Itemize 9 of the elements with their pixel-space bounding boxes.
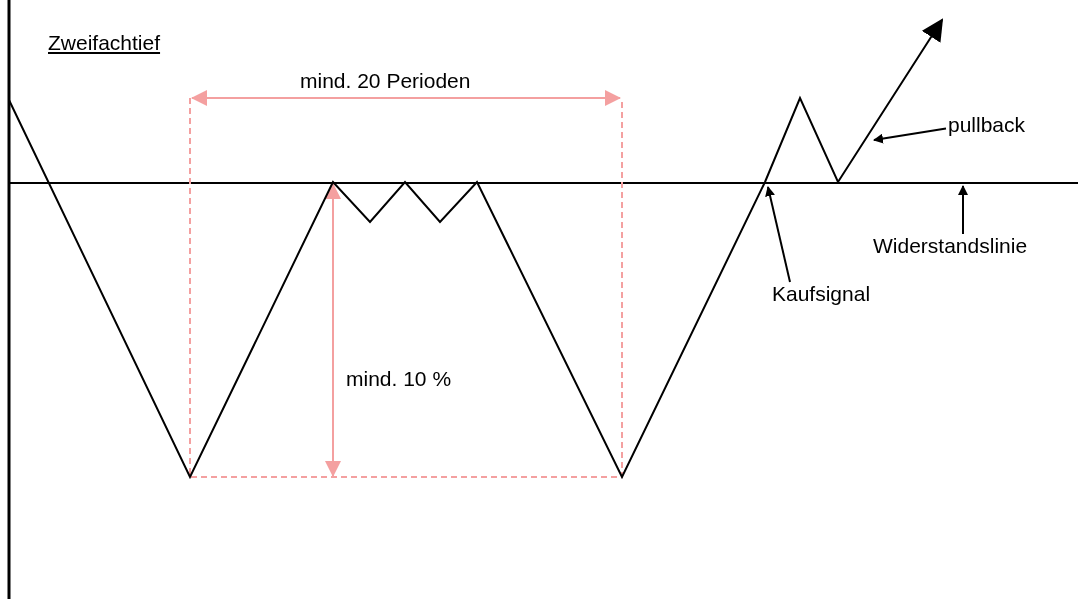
dimension-label: mind. 10 % bbox=[346, 368, 452, 389]
dimension-label: mind. 20 Perioden bbox=[300, 70, 471, 91]
callout-label: Widerstandslinie bbox=[873, 235, 1028, 256]
leader-arrow bbox=[765, 186, 791, 283]
leader-arrow bbox=[958, 185, 968, 235]
callout-label: pullback bbox=[948, 114, 1026, 135]
leader-arrow bbox=[873, 127, 947, 144]
chart-title: Zweifachtief bbox=[48, 32, 161, 53]
callout-label: Kaufsignal bbox=[772, 283, 871, 304]
